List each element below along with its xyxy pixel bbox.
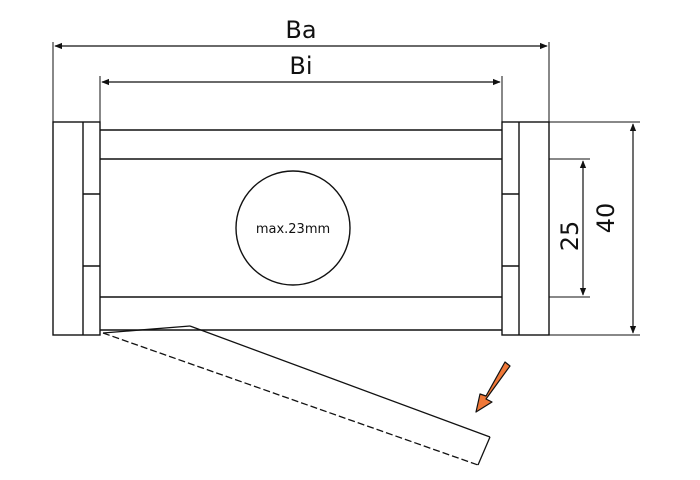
- inner-height-label: 25: [556, 221, 584, 252]
- top-crossbar: [100, 129, 502, 160]
- cable-diameter-circle: max.23mm: [235, 170, 351, 286]
- bottom-crossbar: [100, 296, 502, 331]
- cable-max-label: max.23mm: [256, 222, 330, 237]
- outer-height-dimension: 40: [549, 121, 640, 336]
- inner-width-label: Bi: [289, 52, 312, 80]
- open-direction-arrow-icon: [475, 361, 511, 413]
- inner-height-dimension: 25: [549, 158, 590, 298]
- opened-crossbar: [102, 325, 491, 466]
- right-side-plate: [501, 121, 550, 336]
- left-side-plate: [52, 121, 101, 336]
- outer-height-label: 40: [592, 203, 620, 234]
- inner-width-dimension: Bi: [99, 52, 503, 122]
- outer-width-label: Ba: [285, 16, 316, 44]
- outer-width-dimension: Ba: [52, 16, 550, 122]
